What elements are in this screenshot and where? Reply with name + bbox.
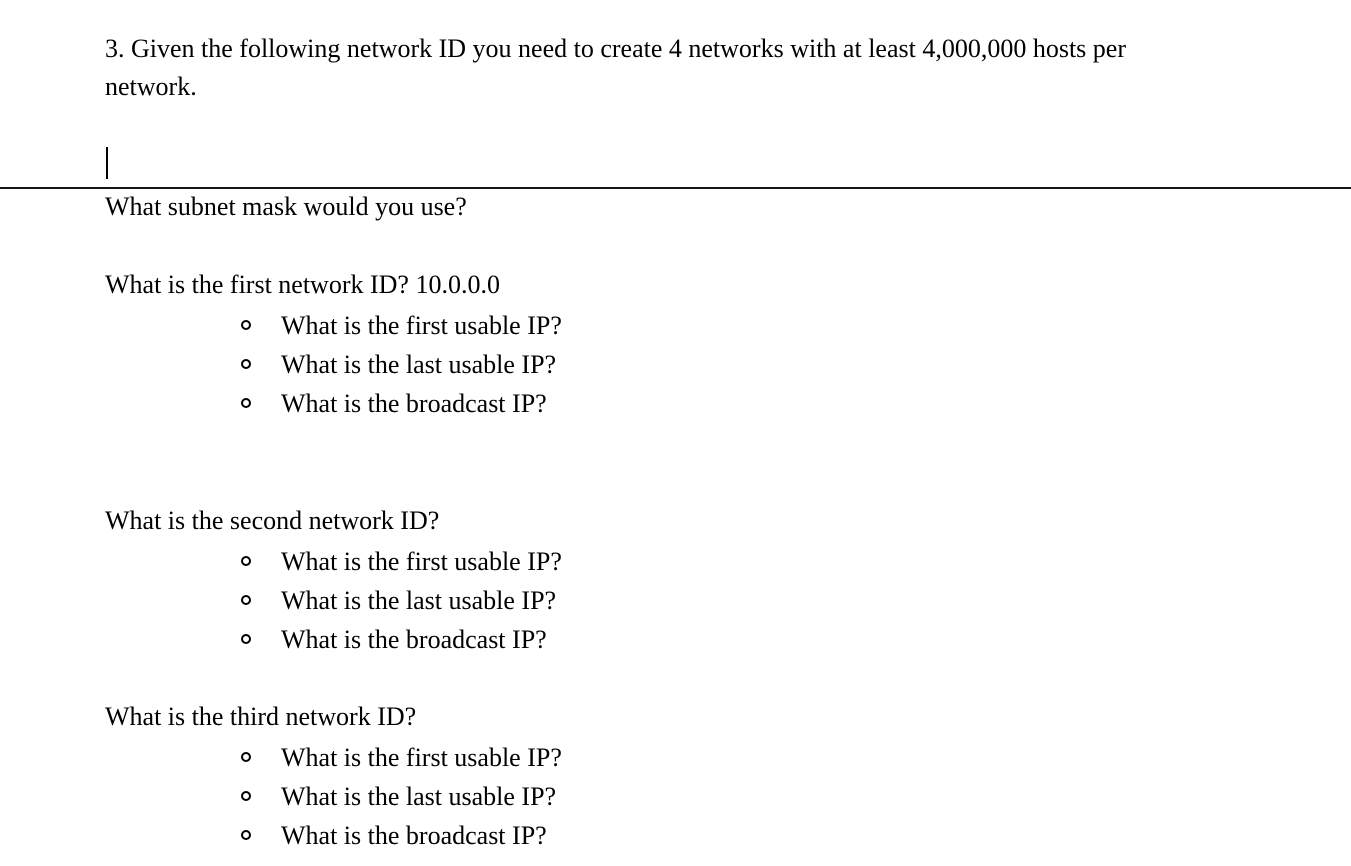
- hollow-circle-icon: [241, 777, 253, 816]
- list-item: What is the first usable IP?: [105, 306, 562, 345]
- list-item: What is the broadcast IP?: [105, 816, 562, 855]
- page-break-rule: [0, 187, 1351, 189]
- hollow-circle-icon: [241, 581, 253, 620]
- list-item-label: What is the broadcast IP?: [281, 625, 547, 654]
- list-item: What is the broadcast IP?: [105, 384, 562, 423]
- list-item-label: What is the first usable IP?: [281, 743, 562, 772]
- list-item-label: What is the first usable IP?: [281, 311, 562, 340]
- hollow-circle-icon: [241, 345, 253, 384]
- hollow-circle-icon: [241, 306, 253, 345]
- list-item-label: What is the last usable IP?: [281, 586, 557, 615]
- list-item: What is the last usable IP?: [105, 581, 562, 620]
- list-item-label: What is the broadcast IP?: [281, 389, 547, 418]
- first-network-bullet-list: What is the first usable IP? What is the…: [105, 306, 562, 423]
- subnet-mask-question: What subnet mask would you use?: [105, 192, 467, 221]
- hollow-circle-icon: [241, 816, 253, 855]
- second-network-bullet-list: What is the first usable IP? What is the…: [105, 542, 562, 659]
- hollow-circle-icon: [241, 738, 253, 777]
- hollow-circle-icon: [241, 384, 253, 423]
- first-network-id-question: What is the first network ID? 10.0.0.0: [105, 270, 500, 299]
- list-item: What is the first usable IP?: [105, 738, 562, 777]
- list-item: What is the first usable IP?: [105, 542, 562, 581]
- second-network-id-question: What is the second network ID?: [105, 506, 440, 535]
- list-item-label: What is the last usable IP?: [281, 782, 557, 811]
- question-intro-paragraph: 3. Given the following network ID you ne…: [105, 34, 1126, 101]
- list-item-label: What is the last usable IP?: [281, 350, 557, 379]
- text-cursor-caret[interactable]: [106, 147, 108, 179]
- third-network-bullet-list: What is the first usable IP? What is the…: [105, 738, 562, 855]
- list-item-label: What is the broadcast IP?: [281, 821, 547, 850]
- list-item: What is the last usable IP?: [105, 345, 562, 384]
- third-network-id-question: What is the third network ID?: [105, 702, 417, 731]
- list-item: What is the last usable IP?: [105, 777, 562, 816]
- list-item-label: What is the first usable IP?: [281, 547, 562, 576]
- hollow-circle-icon: [241, 542, 253, 581]
- list-item: What is the broadcast IP?: [105, 620, 562, 659]
- hollow-circle-icon: [241, 620, 253, 659]
